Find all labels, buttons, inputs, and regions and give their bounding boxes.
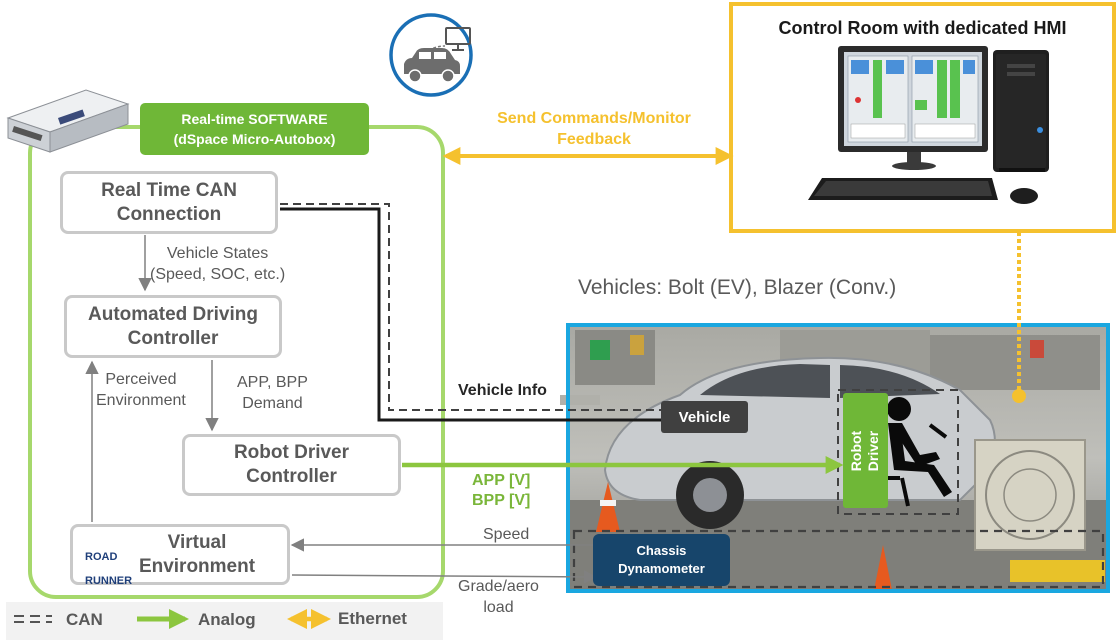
robot-dashed-boundary bbox=[837, 389, 959, 515]
keyboard-icon bbox=[808, 178, 998, 200]
real-time-can-block: Real Time CAN Connection bbox=[60, 171, 278, 234]
app-bpp-demand-label: APP, BPP Demand bbox=[237, 374, 308, 412]
perceived-environment-label: Perceived Environment bbox=[96, 371, 186, 409]
vehicles-caption: Vehicles: Bolt (EV), Blazer (Conv.) bbox=[578, 276, 897, 299]
send-commands-label: Send Commands/Monitor Feedback bbox=[497, 110, 691, 148]
can-vehicle-info-line bbox=[280, 203, 662, 422]
tower-pc-icon bbox=[993, 50, 1049, 172]
robot-driver-controller-block: Robot Driver Controller bbox=[182, 434, 401, 496]
legend-ethernet-label: Ethernet bbox=[338, 609, 407, 628]
mouse-icon bbox=[1010, 188, 1038, 204]
arrow-grade-aero bbox=[291, 570, 598, 584]
chassis-dynamometer-tag: Chassis Dynamometer bbox=[593, 534, 730, 586]
virtual-environment-block: ROAD RUNNER Virtual Environment bbox=[70, 524, 290, 587]
app-v-label: APP [V] bbox=[472, 472, 531, 489]
robot-driver-tag-label: Robot Driver bbox=[848, 430, 882, 471]
bpp-v-label: BPP [V] bbox=[472, 492, 531, 509]
vehicle-photo-frame bbox=[566, 323, 1110, 593]
software-banner: Real-time SOFTWARE (dSpace Micro-Autobox… bbox=[140, 103, 369, 155]
grade-aero-label: Grade/aero load bbox=[458, 578, 539, 616]
microautobox-device-icon bbox=[6, 89, 130, 153]
roadrunner-logo-top: ROAD bbox=[85, 551, 118, 563]
ethernet-link-dot bbox=[1012, 389, 1026, 403]
software-title: Real-time SOFTWARE bbox=[181, 111, 328, 127]
legend-can-label: CAN bbox=[66, 610, 103, 629]
control-room-title: Control Room with dedicated HMI bbox=[778, 18, 1067, 38]
dyno-dashed-boundary bbox=[572, 529, 1105, 589]
roadrunner-logo-bottom: RUNNER bbox=[85, 575, 133, 587]
software-subtitle: (dSpace Micro-Autobox) bbox=[173, 131, 336, 147]
legend-analog-label: Analog bbox=[198, 610, 256, 629]
vehicle-states-label: Vehicle States (Speed, SOC, etc.) bbox=[150, 245, 286, 283]
hmi-computer-icon bbox=[838, 46, 988, 170]
automated-driving-controller-block: Automated Driving Controller bbox=[64, 295, 282, 358]
robot-driver-tag: Robot Driver bbox=[843, 393, 888, 508]
legend-can-swatch bbox=[14, 615, 52, 623]
car-monitor-icon bbox=[389, 13, 473, 97]
vehicle-tag: Vehicle bbox=[661, 401, 748, 433]
speed-label: Speed bbox=[483, 526, 530, 543]
roadrunner-logo: ROAD RUNNER bbox=[85, 539, 132, 599]
virtual-environment-label: Virtual Environment bbox=[138, 531, 256, 577]
vehicle-info-label: Vehicle Info bbox=[458, 382, 547, 399]
legend-bar bbox=[6, 602, 443, 640]
